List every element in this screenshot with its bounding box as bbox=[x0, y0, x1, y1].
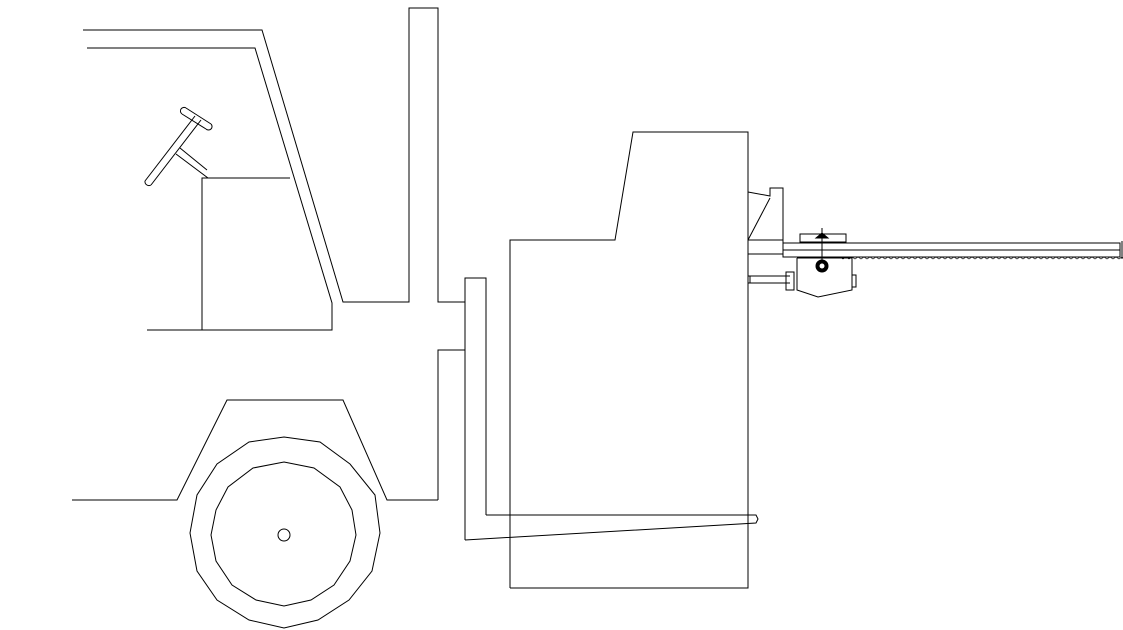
fork-tine bbox=[464, 514, 759, 541]
front-wheel bbox=[189, 436, 381, 629]
seat bbox=[201, 177, 290, 330]
mast bbox=[437, 277, 487, 540]
saw-bar-assembly bbox=[747, 187, 1123, 298]
fender bbox=[72, 399, 438, 501]
steering-wheel bbox=[144, 106, 213, 187]
machine-housing bbox=[509, 131, 749, 589]
forklift-cab bbox=[83, 7, 465, 331]
